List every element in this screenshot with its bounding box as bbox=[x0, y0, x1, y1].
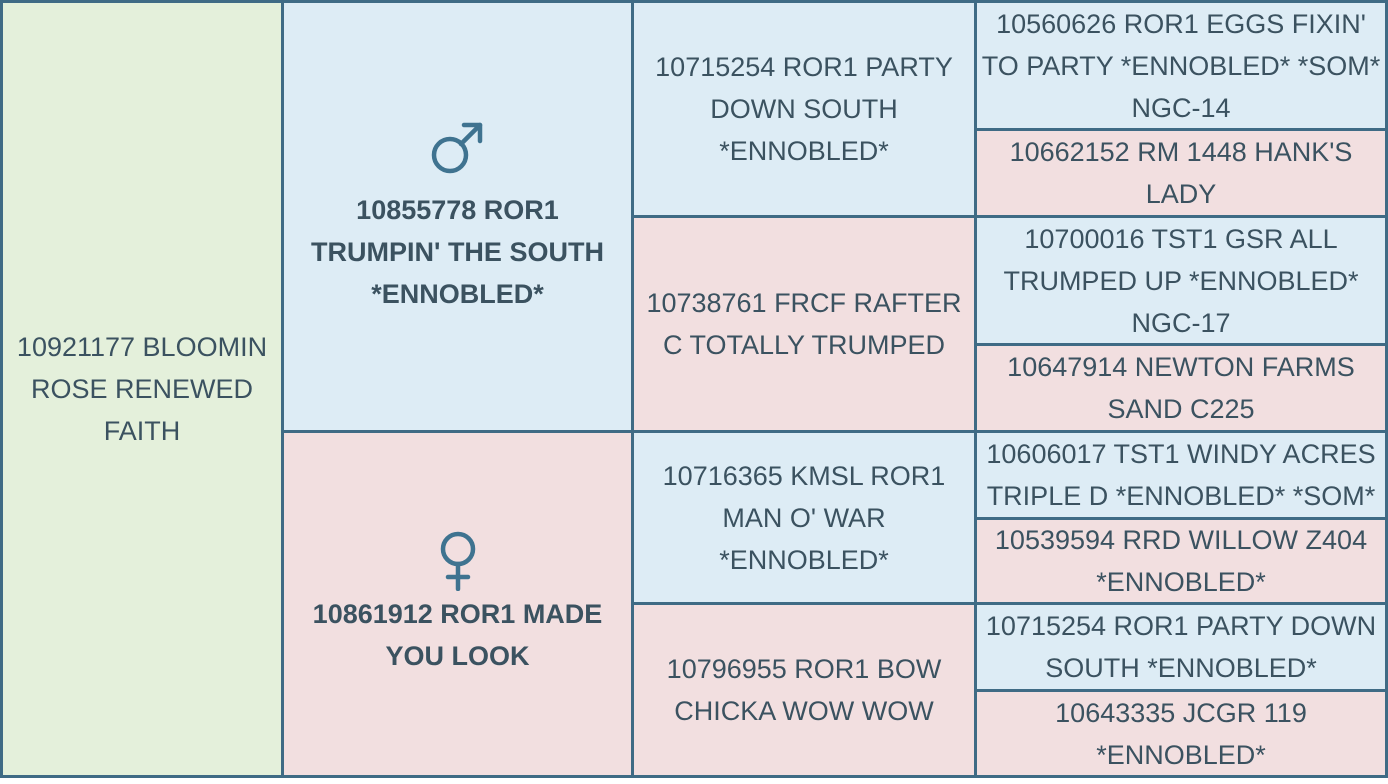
sire-name: 10855778 ROR1 TRUMPIN' THE SOUTH *ENNOBL… bbox=[311, 194, 604, 309]
great-grandparent-cell: 10606017 TST1 WINDY ACRES TRIPLE D *ENNO… bbox=[974, 430, 1388, 520]
female-symbol-icon bbox=[438, 531, 478, 593]
dam-cell: 10861912 ROR1 MADE YOU LOOK bbox=[281, 430, 634, 778]
grandparent-cell: 10738761 FRCF RAFTER C TOTALLY TRUMPED bbox=[631, 215, 977, 433]
subject-cell: 10921177 BLOOMIN ROSE RENEWED FAITH bbox=[0, 0, 284, 778]
great-grandparent-name: 10643335 JCGR 119 *ENNOBLED* bbox=[1055, 697, 1307, 770]
dam-name: 10861912 ROR1 MADE YOU LOOK bbox=[312, 599, 603, 671]
great-grandparent-name: 10560626 ROR1 EGGS FIXIN' TO PARTY *ENNO… bbox=[981, 8, 1381, 123]
great-grandparent-name: 10715254 ROR1 PARTY DOWN SOUTH *ENNOBLED… bbox=[985, 611, 1377, 683]
male-symbol-icon bbox=[428, 119, 488, 189]
great-grandparent-cell: 10700016 TST1 GSR ALL TRUMPED UP *ENNOBL… bbox=[974, 215, 1388, 346]
great-grandparent-name: 10539594 RRD WILLOW Z404 *ENNOBLED* bbox=[994, 525, 1368, 597]
great-grandparent-cell: 10715254 ROR1 PARTY DOWN SOUTH *ENNOBLED… bbox=[974, 602, 1388, 692]
great-grandparent-name: 10662152 RM 1448 HANK'S LADY bbox=[1009, 137, 1353, 209]
grandparent-name: 10738761 FRCF RAFTER C TOTALLY TRUMPED bbox=[646, 288, 962, 360]
great-grandparent-name: 10606017 TST1 WINDY ACRES TRIPLE D *ENNO… bbox=[986, 439, 1376, 511]
great-grandparent-cell: 10560626 ROR1 EGGS FIXIN' TO PARTY *ENNO… bbox=[974, 0, 1388, 131]
great-grandparent-cell: 10539594 RRD WILLOW Z404 *ENNOBLED* bbox=[974, 517, 1388, 605]
grandparent-name: 10716365 KMSL ROR1 MAN O' WAR *ENNOBLED* bbox=[662, 460, 946, 575]
grandparent-name: 10715254 ROR1 PARTY DOWN SOUTH *ENNOBLED… bbox=[655, 52, 953, 166]
great-grandparent-name: 10700016 TST1 GSR ALL TRUMPED UP *ENNOBL… bbox=[1003, 223, 1359, 338]
grandparent-name: 10796955 ROR1 BOW CHICKA WOW WOW bbox=[666, 654, 942, 726]
great-grandparent-cell: 10643335 JCGR 119 *ENNOBLED* bbox=[974, 689, 1388, 778]
grandparent-cell: 10796955 ROR1 BOW CHICKA WOW WOW bbox=[631, 602, 977, 778]
sire-cell: 10855778 ROR1 TRUMPIN' THE SOUTH *ENNOBL… bbox=[281, 0, 634, 433]
subject-name: 10921177 BLOOMIN ROSE RENEWED FAITH bbox=[16, 332, 268, 446]
great-grandparent-cell: 10662152 RM 1448 HANK'S LADY bbox=[974, 128, 1388, 218]
great-grandparent-cell: 10647914 NEWTON FARMS SAND C225 bbox=[974, 343, 1388, 433]
great-grandparent-name: 10647914 NEWTON FARMS SAND C225 bbox=[1007, 352, 1355, 424]
grandparent-cell: 10716365 KMSL ROR1 MAN O' WAR *ENNOBLED* bbox=[631, 430, 977, 605]
grandparent-cell: 10715254 ROR1 PARTY DOWN SOUTH *ENNOBLED… bbox=[631, 0, 977, 218]
